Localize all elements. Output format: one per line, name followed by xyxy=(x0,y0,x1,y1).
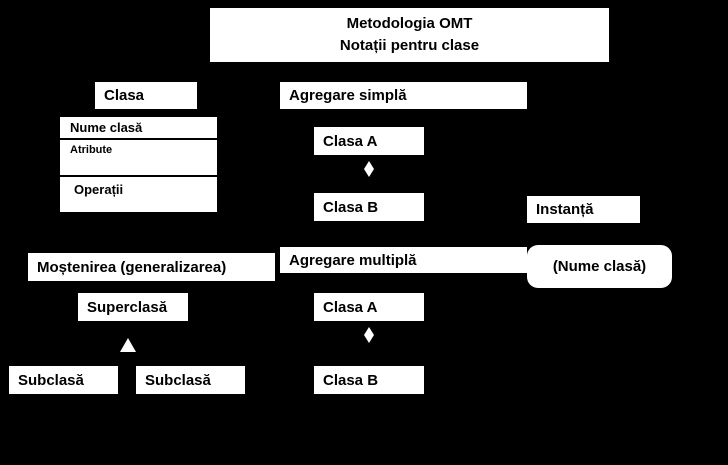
section-header-agregare-multipla: Agregare multiplă xyxy=(280,247,527,273)
class-operations-compartment: Operații xyxy=(74,182,124,197)
section-header-clasa: Clasa xyxy=(95,82,197,109)
subclass-box-left: Subclasă xyxy=(9,366,118,394)
class-attributes-compartment: Atribute xyxy=(60,140,217,177)
superclass-box: Superclasă xyxy=(78,293,188,321)
agregare-multipla-clasa-a: Clasa A xyxy=(314,293,424,321)
hollow-triangle-icon xyxy=(120,338,136,352)
subclass-box-right: Subclasă xyxy=(136,366,245,394)
agregare-simpla-clasa-a: Clasa A xyxy=(314,127,424,155)
class-name-compartment: Nume clasă xyxy=(60,117,217,140)
section-header-instanta: Instanță xyxy=(527,196,640,223)
agregare-simpla-clasa-b: Clasa B xyxy=(314,193,424,221)
diagram-title-box: Metodologia OMT Notații pentru clase xyxy=(210,8,609,62)
instance-name-box: (Nume clasă) xyxy=(527,245,672,288)
diagram-title-line2: Notații pentru clase xyxy=(339,37,480,54)
class-notation-box: Nume clasă Atribute Operații xyxy=(60,117,217,212)
diagram-title-line1: Metodologia OMT xyxy=(346,15,473,32)
agregare-multipla-clasa-b: Clasa B xyxy=(314,366,424,394)
section-header-mostenirea: Moștenirea (generalizarea) xyxy=(28,253,275,281)
section-header-agregare-simpla: Agregare simplă xyxy=(280,82,527,109)
